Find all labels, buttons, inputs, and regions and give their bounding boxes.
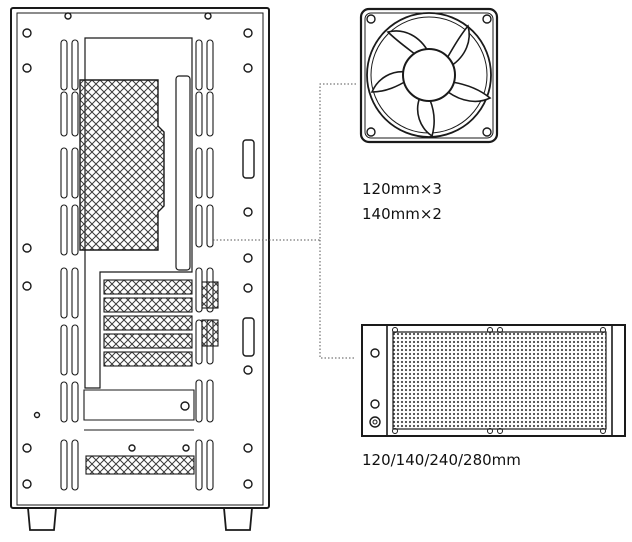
leader-lines	[213, 83, 356, 359]
radiator-icon	[361, 324, 626, 437]
fan-icon	[359, 7, 499, 144]
radiator-sizes-label: 120/140/240/280mm	[362, 451, 521, 469]
fan-quantity-140mm-label: 140mm×2	[362, 205, 442, 223]
fan-quantity-120mm-label: 120mm×3	[362, 180, 442, 198]
pc-case	[10, 7, 270, 531]
